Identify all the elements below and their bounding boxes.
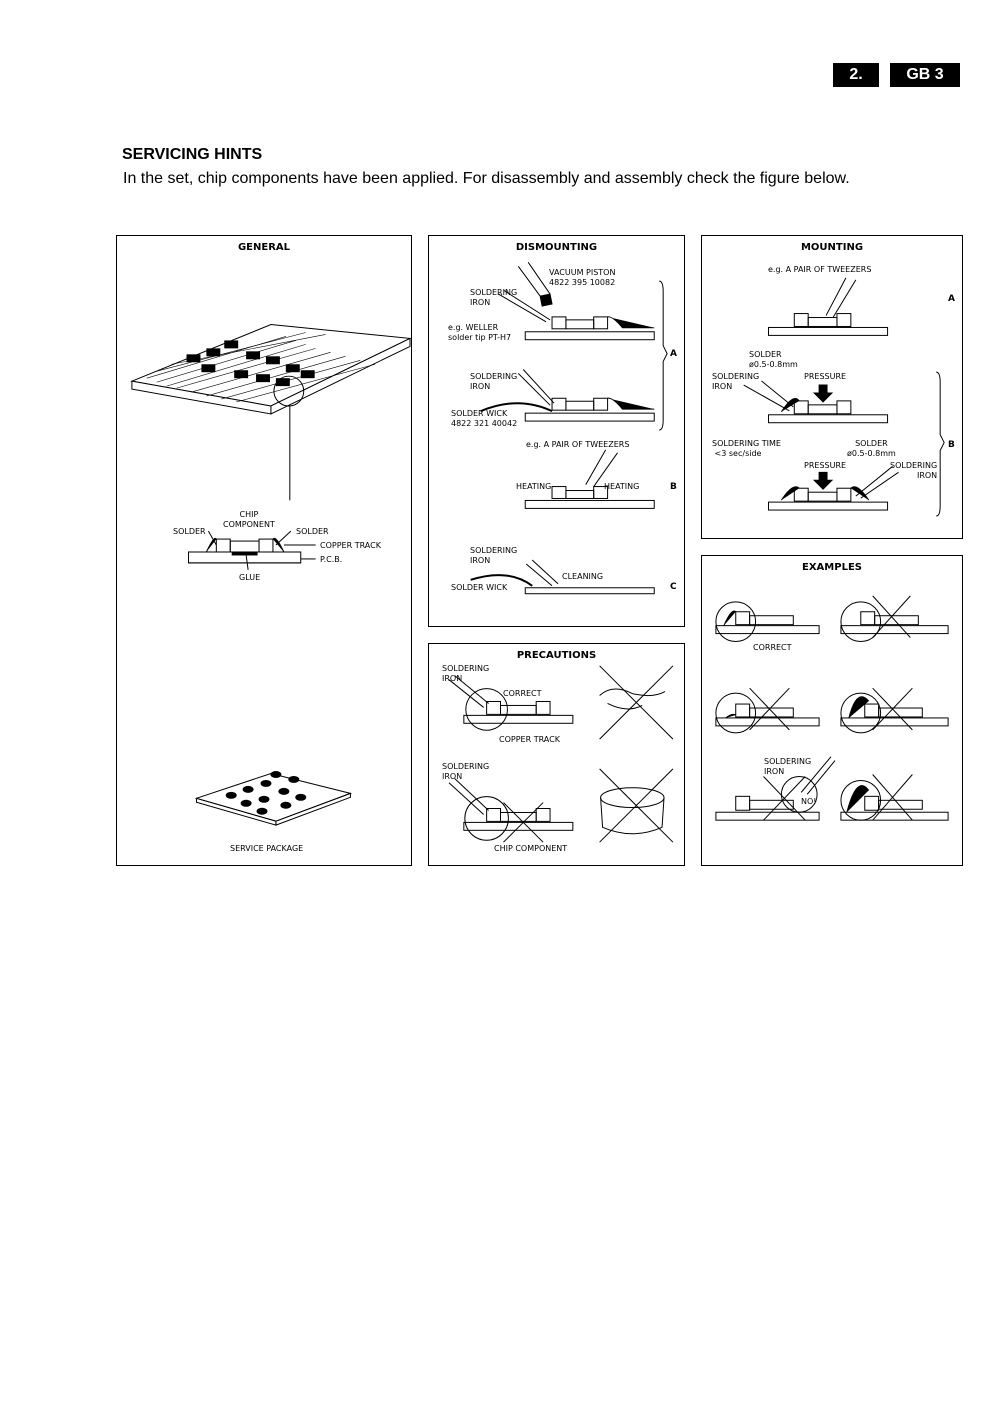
section-title: SERVICING HINTS	[122, 146, 263, 163]
label-pressure: PRESSURE	[804, 461, 847, 470]
examples-illustration	[715, 595, 949, 821]
mark-c: C	[670, 582, 677, 592]
chip-components	[186, 340, 315, 387]
label-copper-track: COPPER TRACK	[499, 735, 560, 744]
label-solder-left: SOLDER	[173, 527, 206, 536]
label-weller: e.g. WELLER solder tip PT-H7	[448, 323, 512, 342]
precautions-illustration	[448, 665, 674, 843]
panel-general: GENERAL	[116, 235, 412, 866]
panel-examples: EXAMPLES	[701, 555, 963, 866]
label-no: NO!	[801, 797, 817, 806]
label-soldering-iron: SOLDERING IRON	[442, 762, 490, 781]
label-correct: CORRECT	[753, 643, 792, 652]
mark-a: A	[670, 349, 677, 359]
panel-title: PRECAUTIONS	[516, 650, 597, 661]
label-correct: CORRECT	[503, 689, 542, 698]
label-vacuum-piston: VACUUM PISTON 4822 395 10082	[549, 268, 616, 287]
chip-detail	[188, 530, 316, 570]
panel-title: EXAMPLES	[802, 562, 862, 573]
label-solder-wick: SOLDER WICK 4822 321 40042	[451, 409, 518, 428]
label-glue: GLUE	[239, 573, 261, 582]
label-soldering-iron: SOLDERING IRON	[470, 288, 518, 307]
label-tweezers: e.g. A PAIR OF TWEEZERS	[526, 440, 630, 449]
label-soldering-iron: SOLDERING IRON	[470, 546, 518, 565]
dismounting-illustration	[470, 262, 668, 595]
label-service-package: SERVICE PACKAGE	[230, 844, 304, 853]
mark-b: B	[670, 482, 677, 492]
label-cleaning: CLEANING	[562, 572, 604, 581]
pcb-board	[130, 324, 412, 415]
label-soldering-iron: SOLDERING IRON	[712, 372, 760, 391]
panel-dismounting: DISMOUNTING	[428, 235, 685, 627]
section-intro: In the set, chip components have been ap…	[123, 170, 850, 187]
label-chip-component: CHIP COMPONENT	[223, 510, 275, 529]
panel-precautions: PRECAUTIONS SOLDERING IRON CORRECT COPPE…	[428, 643, 685, 866]
mark-a: A	[948, 294, 955, 304]
general-illustration	[130, 324, 412, 826]
label-pressure: PRESSURE	[804, 372, 847, 381]
chapter-number: 2.	[833, 63, 879, 87]
label-soldering-iron: SOLDERING IRON	[442, 664, 490, 683]
label-copper-track: COPPER TRACK	[320, 541, 381, 550]
service-package	[194, 771, 353, 826]
label-soldering-time: SOLDERING TIME <3 sec/side	[712, 439, 781, 458]
panel-title: GENERAL	[237, 242, 291, 253]
page-number: GB 3	[890, 63, 960, 87]
label-heating-right: HEATING	[604, 482, 640, 491]
label-solder-right: SOLDER	[296, 527, 329, 536]
label-soldering-iron: SOLDERING IRON	[890, 461, 938, 480]
label-solder: SOLDER ø0.5-0.8mm	[847, 439, 896, 458]
label-heating-left: HEATING	[516, 482, 552, 491]
mark-b: B	[948, 440, 955, 450]
panel-title: DISMOUNTING	[515, 242, 598, 253]
label-solder: SOLDER ø0.5-0.8mm	[749, 350, 798, 369]
label-soldering-iron: SOLDERING IRON	[470, 372, 518, 391]
label-tweezers: e.g. A PAIR OF TWEEZERS	[768, 265, 872, 274]
panel-mounting: MOUNTING e.g. A PAIR OF TWEEZERS SOLDER …	[701, 235, 963, 539]
mounting-illustration	[743, 277, 945, 517]
label-chip-component: CHIP COMPONENT	[494, 844, 568, 853]
label-soldering-iron: SOLDERING IRON	[764, 757, 812, 776]
label-solder-wick: SOLDER WICK	[451, 583, 508, 592]
label-pcb: P.C.B.	[320, 555, 343, 564]
panel-title: MOUNTING	[800, 242, 864, 253]
